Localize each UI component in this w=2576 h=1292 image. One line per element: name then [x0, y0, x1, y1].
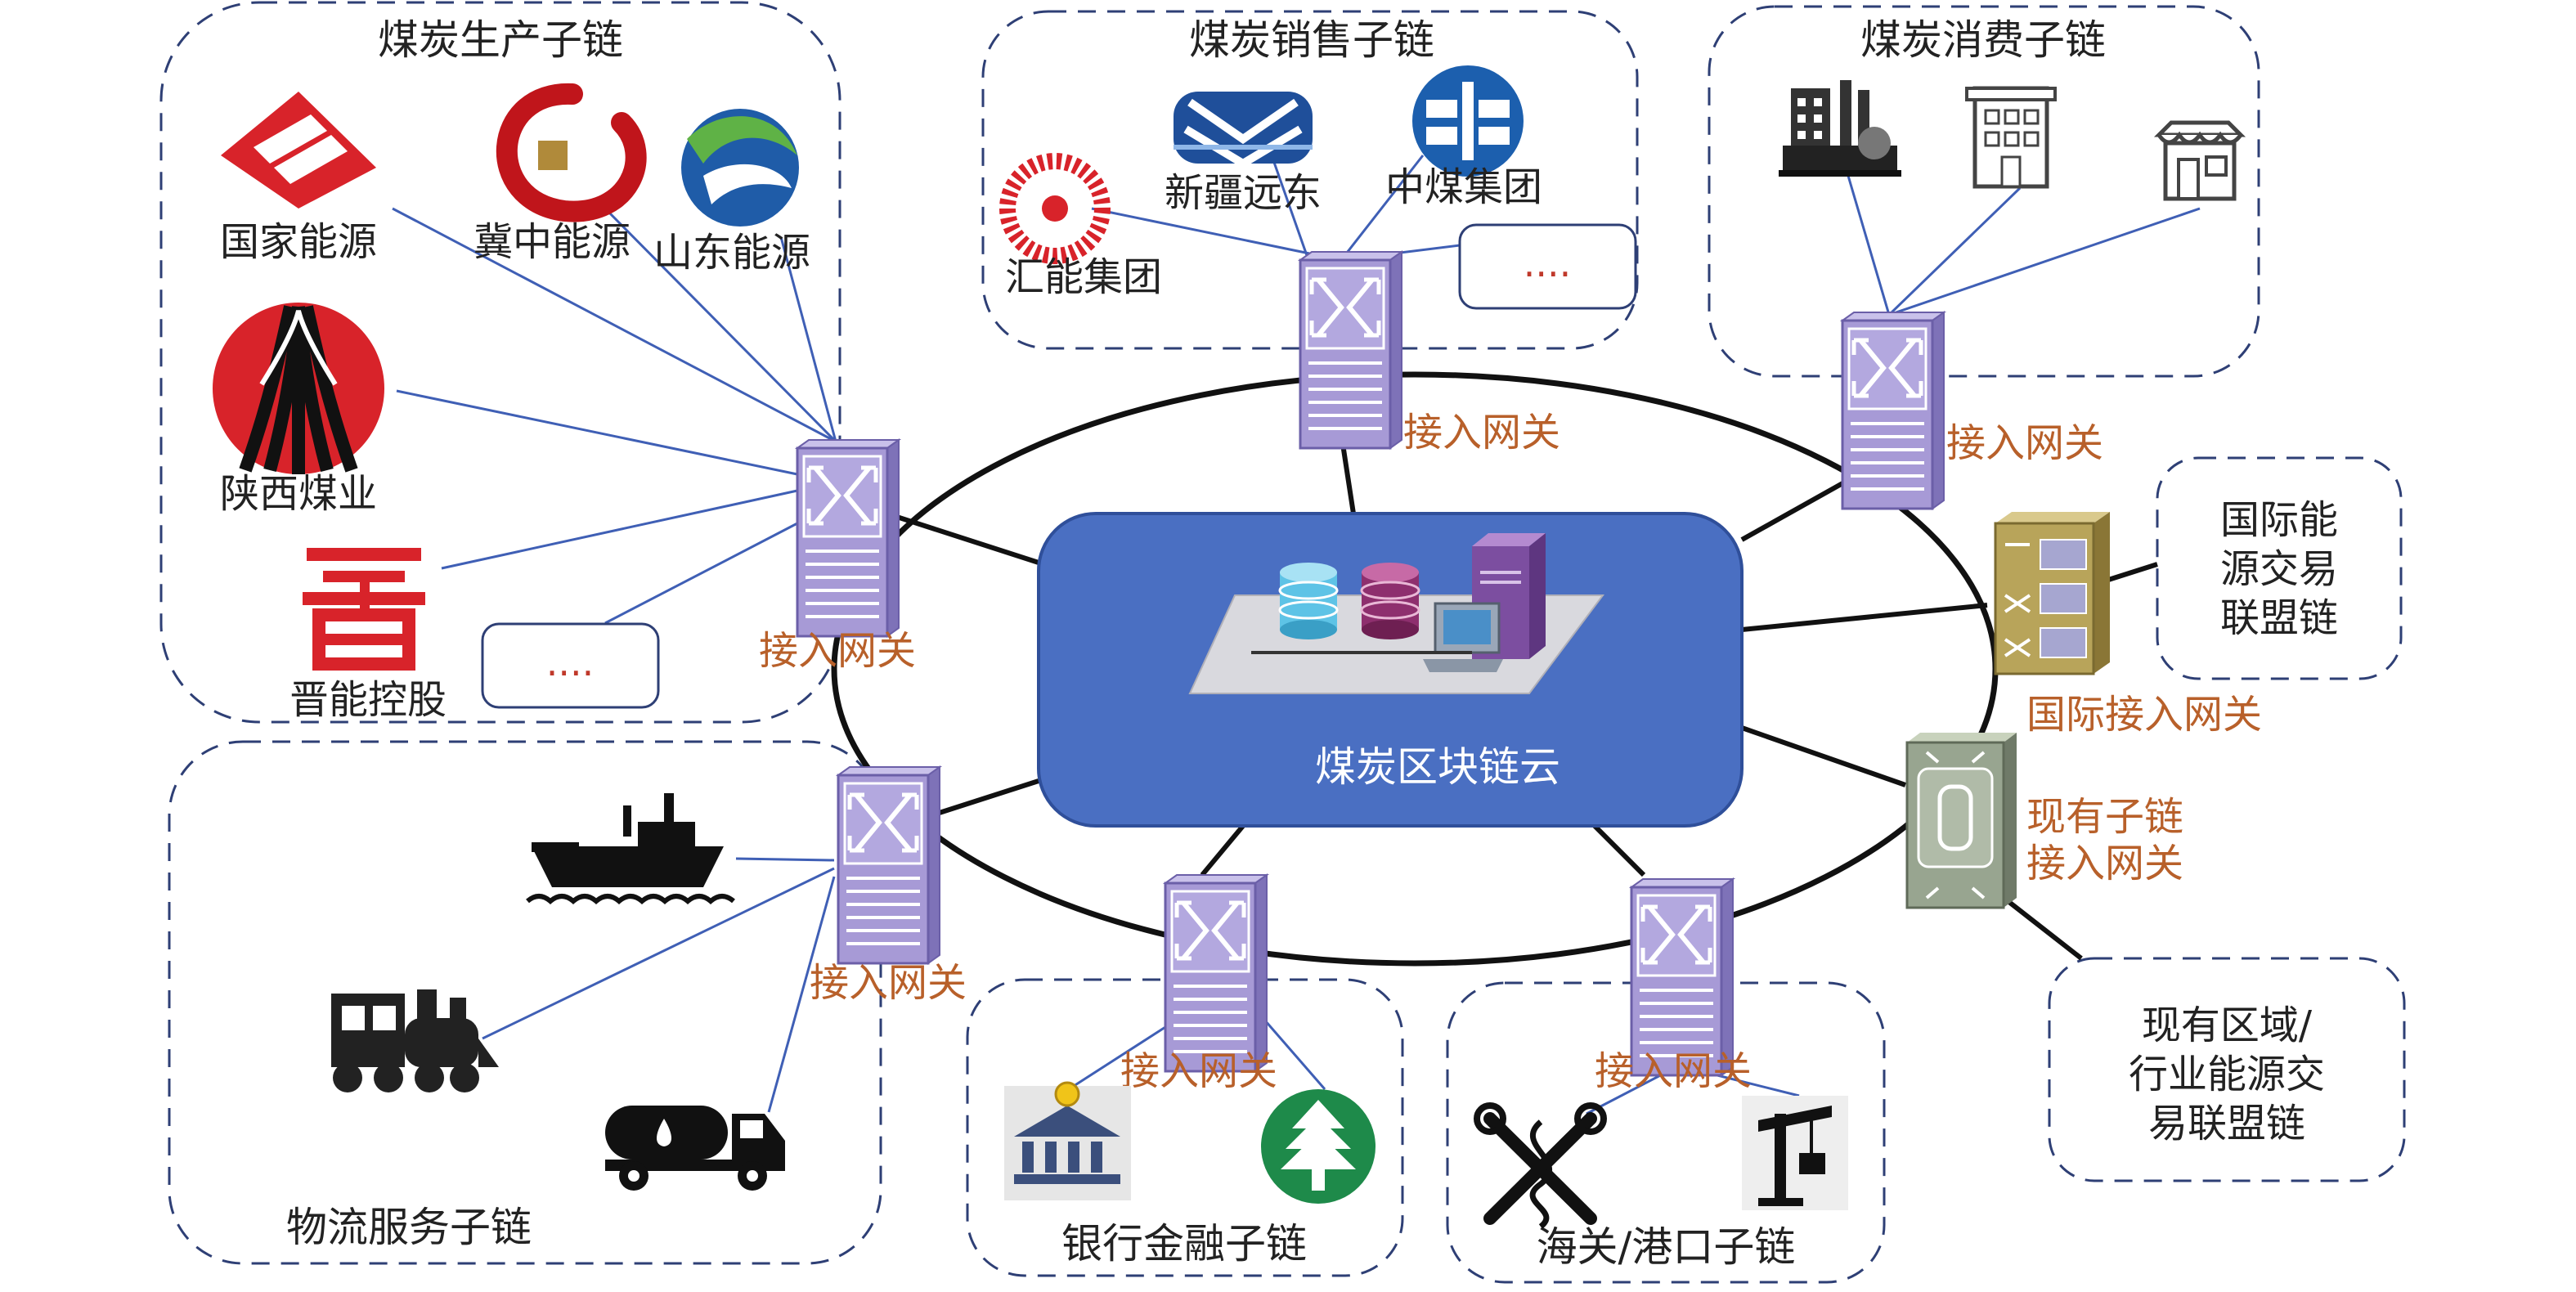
logistics-group-box	[168, 740, 882, 1265]
shop-icon	[2153, 120, 2246, 201]
existing-gateway-icon	[1905, 733, 2017, 909]
existing-chain-label: 易联盟链	[2148, 1101, 2305, 1146]
zhongmei-jituan-logo-icon	[1412, 65, 1524, 177]
member-name: 国家能源	[220, 219, 377, 265]
cloud-label: 煤炭区块链云	[1315, 743, 1560, 791]
more-members-box	[1458, 223, 1637, 310]
sales-group-title: 煤炭销售子链	[1189, 16, 1434, 64]
port-crane-icon	[1742, 1096, 1848, 1210]
member-links	[392, 155, 2201, 1115]
factory-icon	[1779, 80, 1901, 177]
sales-group-box	[981, 10, 1639, 350]
member-name: 陕西煤业	[220, 471, 377, 517]
consumption-gateway-label: 接入网关	[1946, 420, 2103, 466]
xinjiang-yuandong-logo-icon	[1174, 92, 1313, 168]
member-name: 晋能控股	[289, 677, 447, 723]
production-group-box	[159, 1, 841, 724]
train-icon	[331, 989, 499, 1092]
existing-gateway-label: 接入网关	[2026, 841, 2183, 886]
international-gateway-icon	[1994, 512, 2110, 675]
logistics-gateway-switch-icon	[838, 767, 940, 963]
banking-gateway-switch-icon	[1165, 875, 1267, 1071]
production-group-title: 煤炭生产子链	[378, 16, 623, 64]
member-name: 中煤集团	[1385, 164, 1542, 210]
customs-emblem-icon	[1474, 1102, 1607, 1229]
banking-group-title: 银行金融子链	[1061, 1220, 1307, 1267]
consumption-group-title: 煤炭消费子链	[1860, 16, 2106, 64]
existing-chain-box	[2048, 957, 2406, 1182]
sales-gateway-label: 接入网关	[1403, 410, 1560, 455]
international-chain-box	[2156, 456, 2403, 680]
customs-group-title: 海关/港口子链	[1537, 1223, 1796, 1271]
international-gateway-label: 国际接入网关	[2026, 692, 2262, 738]
production-gateway-label: 接入网关	[759, 628, 916, 674]
existing-chain-label: 现有区域/	[2142, 1003, 2313, 1048]
member-name: 山东能源	[653, 230, 810, 276]
tanker-truck-icon	[605, 1106, 785, 1191]
consumption-group-box	[1708, 5, 2260, 378]
banking-gateway-label: 接入网关	[1120, 1048, 1277, 1094]
guojia-nengyuan-logo-icon	[221, 92, 376, 209]
shandong-nengyuan-logo-icon	[681, 109, 799, 227]
member-name: 新疆远东	[1165, 170, 1322, 216]
member-name: 冀中能源	[473, 219, 631, 265]
international-chain-label: 联盟链	[2220, 595, 2338, 641]
shaanxi-meiye-logo-icon	[213, 303, 384, 474]
bank-icon	[1004, 1081, 1131, 1200]
international-chain-label: 源交易	[2220, 546, 2338, 592]
more-members-box	[481, 622, 660, 709]
building-icon	[1965, 86, 2057, 189]
customs-gateway-label: 接入网关	[1595, 1048, 1752, 1094]
international-chain-label: 国际能	[2220, 497, 2338, 543]
ship-icon	[526, 793, 735, 904]
more-members-text: ....	[546, 640, 595, 684]
database-icon	[1278, 563, 1339, 639]
computer-icon	[1423, 602, 1503, 672]
logistics-gateway-label: 接入网关	[810, 960, 967, 1006]
tree-logo-icon	[1261, 1089, 1376, 1204]
database-icon	[1360, 563, 1420, 639]
production-gateway-switch-icon	[797, 440, 899, 636]
consumption-gateway-switch-icon	[1842, 312, 1944, 509]
huineng-jituan-logo-icon	[999, 153, 1111, 264]
jizhong-nengyuan-logo-icon	[496, 83, 647, 222]
sales-gateway-switch-icon	[1300, 252, 1402, 448]
logistics-group-title: 物流服务子链	[286, 1204, 532, 1251]
customs-gateway-switch-icon	[1631, 879, 1733, 1075]
jinneng-konggu-logo-icon	[303, 548, 425, 671]
more-members-text: ....	[1524, 241, 1572, 285]
existing-chain-label: 行业能源交	[2129, 1052, 2325, 1097]
member-name: 汇能集团	[1005, 254, 1162, 300]
existing-gateway-label: 现有子链	[2026, 794, 2183, 840]
